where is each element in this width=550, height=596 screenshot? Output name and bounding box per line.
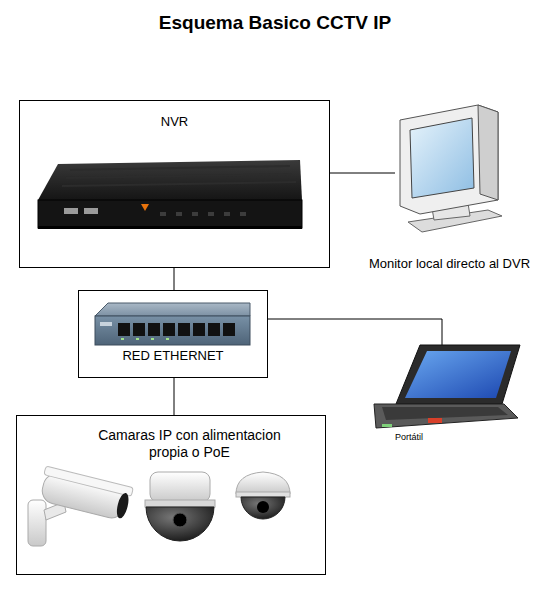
connector-line [268,319,442,345]
laptop-illustration [374,345,520,428]
cameras-box: Camaras IP con alimentacion propia o PoE [16,415,326,575]
nvr-device [38,160,302,229]
diagram-title: Esquema Basico CCTV IP [0,12,550,34]
node-text: Portátil [395,432,423,442]
connector-line [174,268,175,290]
connector-line [330,173,395,174]
network-box: RED ETHERNET [78,290,268,378]
node-text: Camaras IP con alimentacion propia o PoE [82,427,297,461]
monitor-illustration [400,105,502,232]
monitor-node: Monitor local directo al DVR [395,105,500,225]
bullet-camera [28,466,133,546]
node-text: NVR [20,114,329,129]
node-text: Monitor local directo al DVR [357,256,542,271]
ptz-dome-camera [145,472,215,541]
mini-dome-camera [236,472,290,519]
nvr-box: NVR [19,100,330,268]
laptop-node: Portátil [372,345,518,428]
switch-illustration [95,303,250,345]
node-text: RED ETHERNET [79,348,267,363]
connector-line [174,378,175,415]
